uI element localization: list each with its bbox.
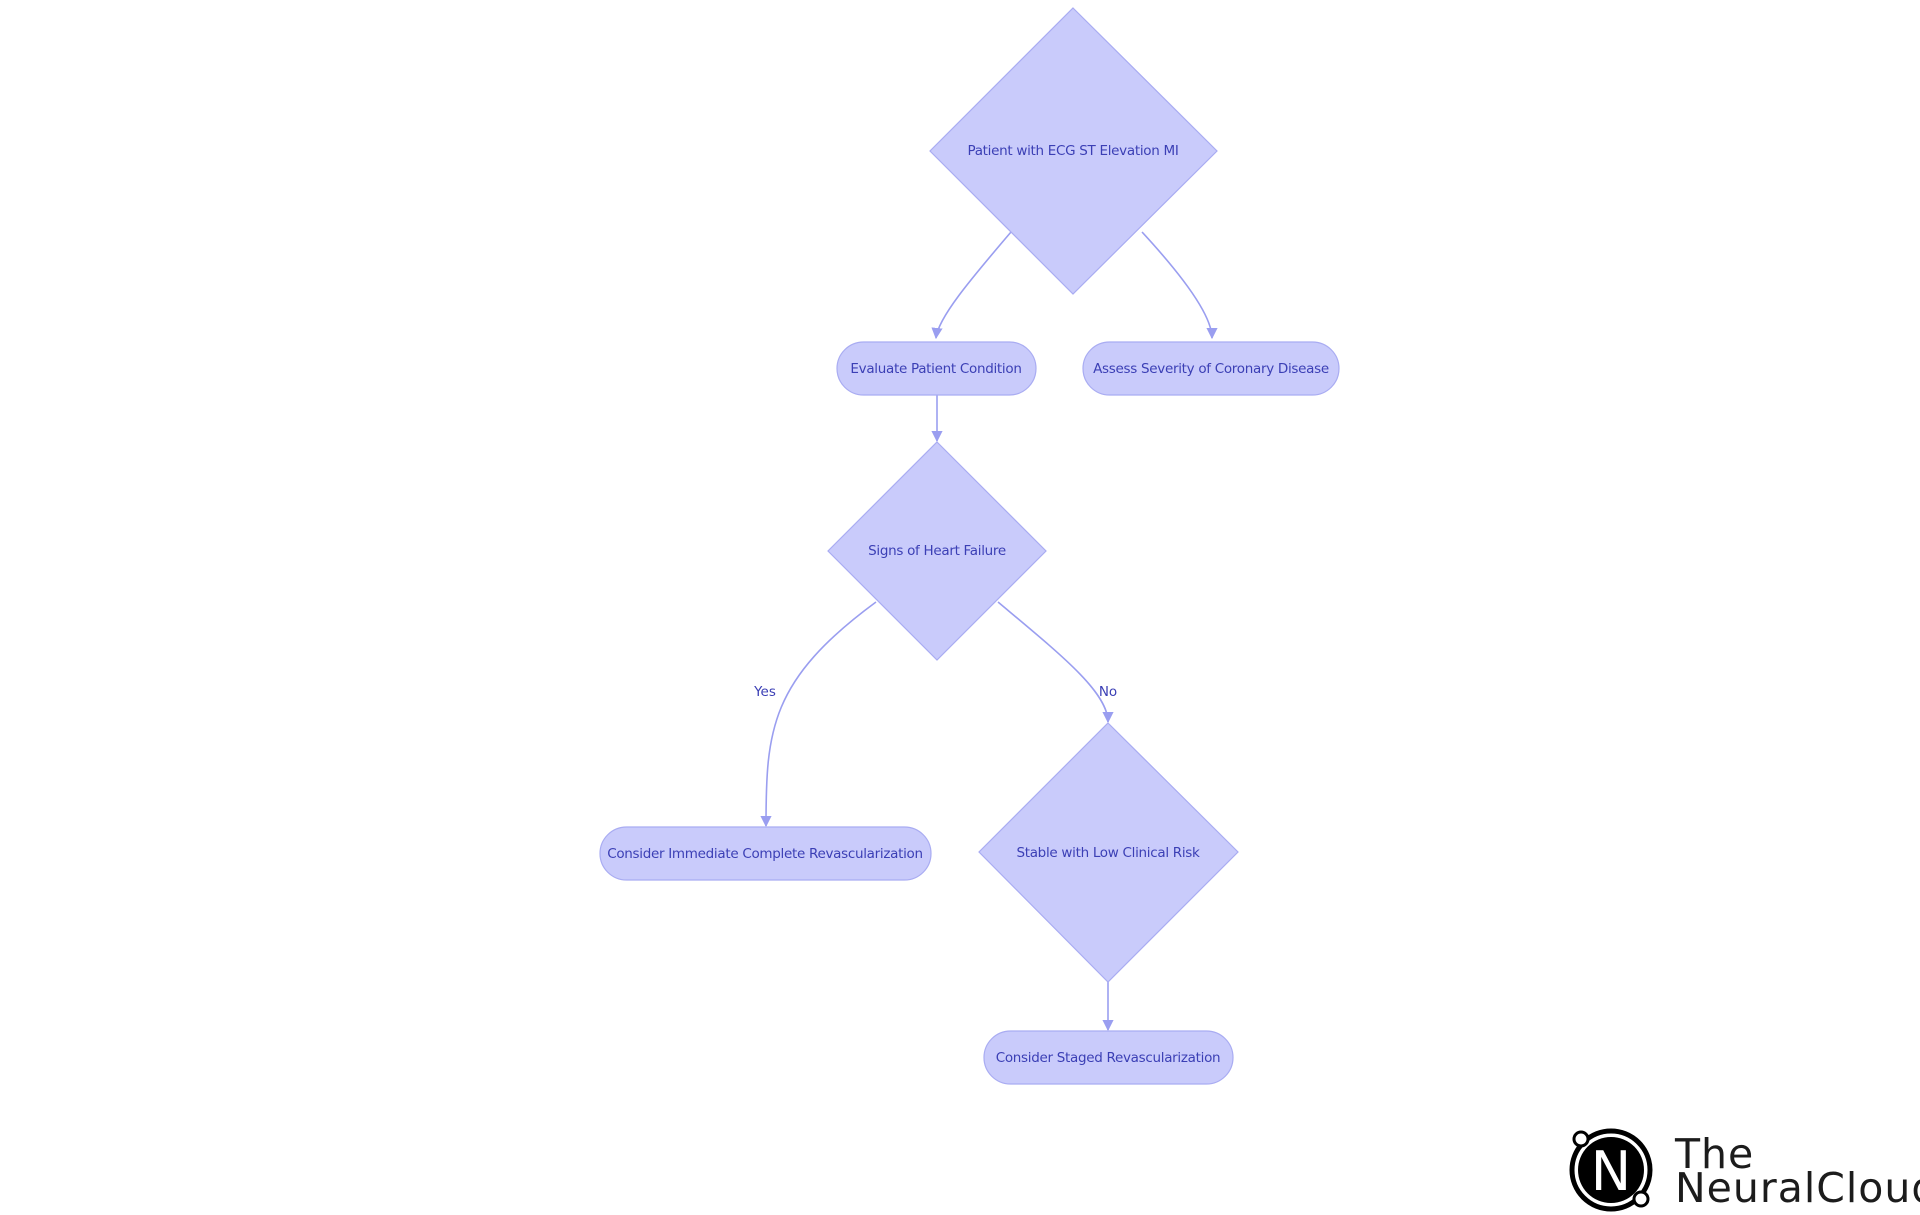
node-label: Signs of Heart Failure bbox=[868, 543, 1006, 559]
edge-patient-to-evaluate bbox=[931, 231, 1012, 340]
decision-node-heart-failure[interactable]: Signs of Heart Failure bbox=[827, 441, 1047, 661]
diamond-shape bbox=[978, 722, 1239, 983]
edge-labels: Yes No bbox=[753, 684, 1117, 700]
process-node-assess-severity[interactable]: Assess Severity of Coronary Disease bbox=[1082, 341, 1340, 396]
neuralcloud-logo-icon: N bbox=[1569, 1128, 1653, 1212]
edges bbox=[760, 231, 1218, 1032]
pill-shape bbox=[983, 1030, 1234, 1085]
process-node-evaluate-condition[interactable]: Evaluate Patient Condition bbox=[836, 341, 1037, 396]
pill-shape bbox=[836, 341, 1037, 396]
process-node-staged-revasc[interactable]: Consider Staged Revascularization bbox=[983, 1030, 1234, 1085]
logo-text-the: The bbox=[1674, 1130, 1754, 1178]
node-label: Assess Severity of Coronary Disease bbox=[1093, 361, 1329, 377]
edge-patient-to-assess bbox=[1141, 231, 1218, 340]
pill-shape bbox=[1082, 341, 1340, 396]
logo-text-neuralcloud: NeuralCloud bbox=[1675, 1164, 1920, 1212]
edge-heart-failure-no bbox=[997, 601, 1114, 724]
neuralcloud-logo: N The NeuralCloud bbox=[1569, 1128, 1920, 1212]
node-label: Stable with Low Clinical Risk bbox=[1016, 845, 1200, 861]
pill-shape bbox=[599, 826, 932, 881]
node-label: Patient with ECG ST Elevation MI bbox=[967, 143, 1178, 159]
logo-node-dot-bottom bbox=[1632, 1190, 1650, 1208]
decision-node-stable-low-risk[interactable]: Stable with Low Clinical Risk bbox=[978, 722, 1239, 983]
diamond-shape bbox=[827, 441, 1047, 661]
logo-icon-letter: N bbox=[1591, 1140, 1631, 1203]
edge-label-no: No bbox=[1099, 684, 1117, 700]
node-label: Consider Staged Revascularization bbox=[996, 1050, 1221, 1066]
process-node-immediate-revasc[interactable]: Consider Immediate Complete Revasculariz… bbox=[599, 826, 932, 881]
edge-label-yes: Yes bbox=[753, 684, 776, 700]
edge-heart-failure-yes bbox=[760, 601, 877, 828]
logo-node-dot-top bbox=[1572, 1130, 1590, 1148]
node-label: Consider Immediate Complete Revasculariz… bbox=[607, 846, 923, 862]
node-label: Evaluate Patient Condition bbox=[850, 361, 1021, 377]
diamond-shape bbox=[929, 7, 1218, 295]
decision-node-patient-ecg[interactable]: Patient with ECG ST Elevation MI bbox=[929, 7, 1218, 295]
